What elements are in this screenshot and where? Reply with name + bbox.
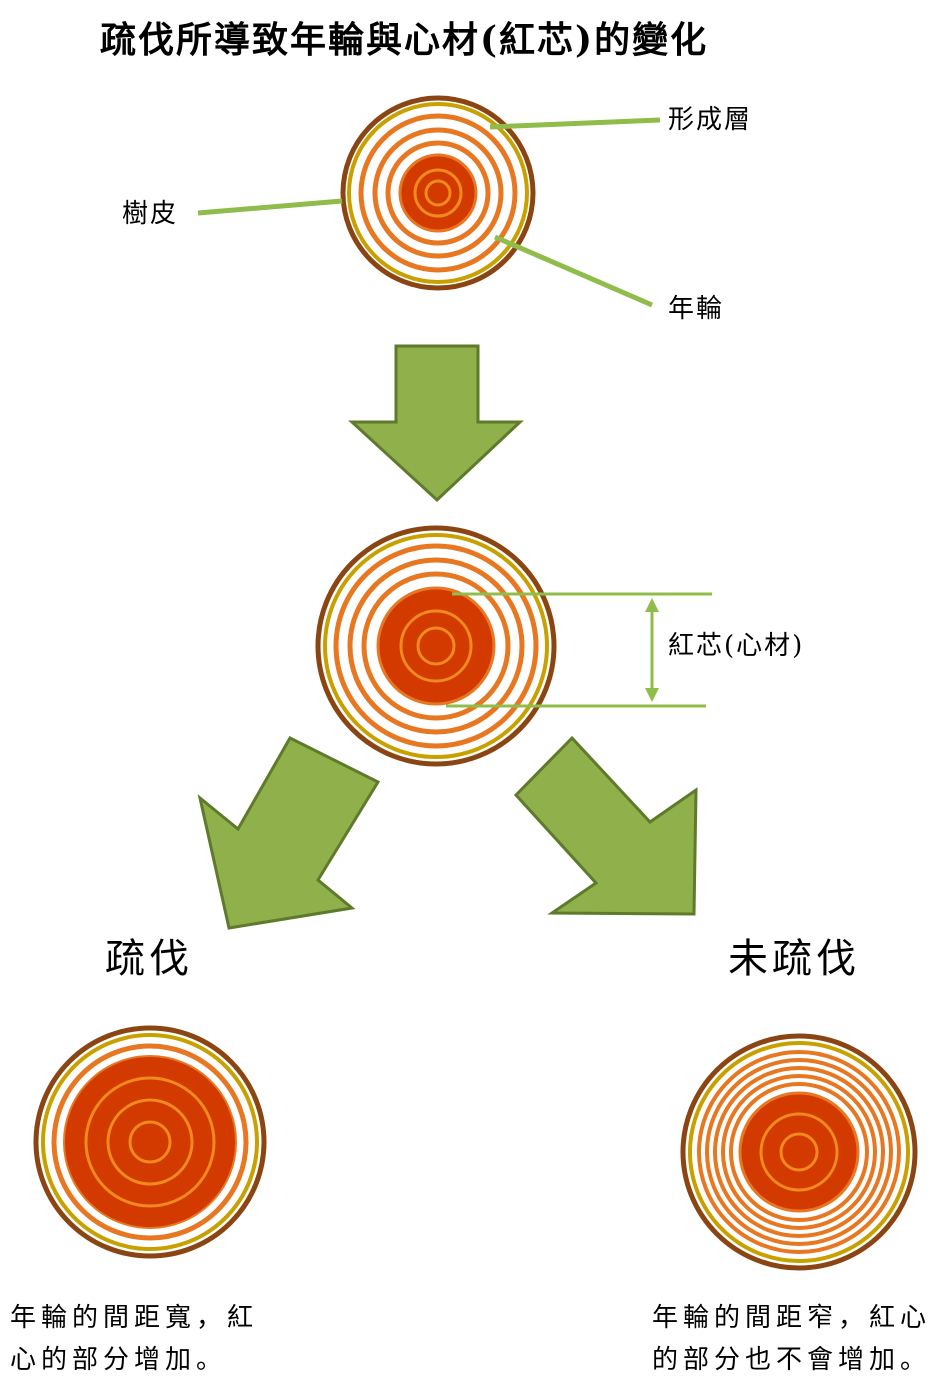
thinned-caption-line1: 年輪的間距寬，紅 [10,1303,258,1333]
log-thinned [33,1025,267,1259]
annual-ring [372,127,504,259]
annual-ring [358,113,518,273]
heartwood-ring [424,179,452,207]
annual-ring [729,1082,869,1222]
unthinned-heading: 未疏伐 [728,936,860,982]
annual-ring [361,571,511,721]
annual-ring [697,1050,901,1254]
annual-ring [705,1058,893,1246]
unthinned-caption-line2: 的部分也不會增加。 [652,1345,931,1375]
heartwood-ring [106,1098,194,1186]
heartwood [398,153,478,233]
arrow-to-thinned [197,736,381,930]
thinned-caption-line2: 心的部分增加。 [10,1345,227,1375]
dimension-arrowhead-top [645,598,659,612]
heartwood-ring [399,609,473,683]
ring-label: 年輪 [668,294,724,324]
annual-ring [721,1074,877,1230]
annual-ring [347,557,525,735]
cambium-ring [688,1041,910,1263]
cambium-ring [323,533,549,759]
heartwood-ring [759,1112,839,1192]
heartwood [738,1091,860,1213]
ring-leader-line [494,234,653,308]
diagram-title: 疏伐所導致年輪與心材(紅芯)的變化 [100,19,708,61]
heartwood-ring [413,168,463,218]
annual-ring [385,140,491,246]
heartwood-label: 紅芯(心材) [668,631,804,661]
heartwood-ring [128,1120,172,1164]
arrow-to-unthinned [513,735,698,916]
annual-ring [51,1043,249,1241]
heartwood [376,586,496,706]
unthinned-caption-line1: 年輪的間距窄，紅心 [652,1303,931,1333]
log-grown [315,525,557,767]
cambium-leader-line [489,117,661,130]
bark-label: 樹皮 [122,199,178,229]
heartwood-ring [84,1076,216,1208]
down-arrow [348,344,524,503]
heartwood-ring [416,626,456,666]
cambium-ring [347,102,529,284]
dimension-arrowhead-bottom [645,688,659,702]
heartwood [63,1055,237,1229]
bark-leader-line [197,198,343,216]
annual-ring [713,1066,885,1238]
cambium-ring [41,1033,259,1251]
log-initial [340,95,536,291]
cambium-label: 形成層 [668,105,752,135]
heartwood-ring [779,1132,819,1172]
annual-ring [333,543,539,749]
log-unthinned [680,1033,918,1271]
thinned-heading: 疏伐 [105,936,193,982]
